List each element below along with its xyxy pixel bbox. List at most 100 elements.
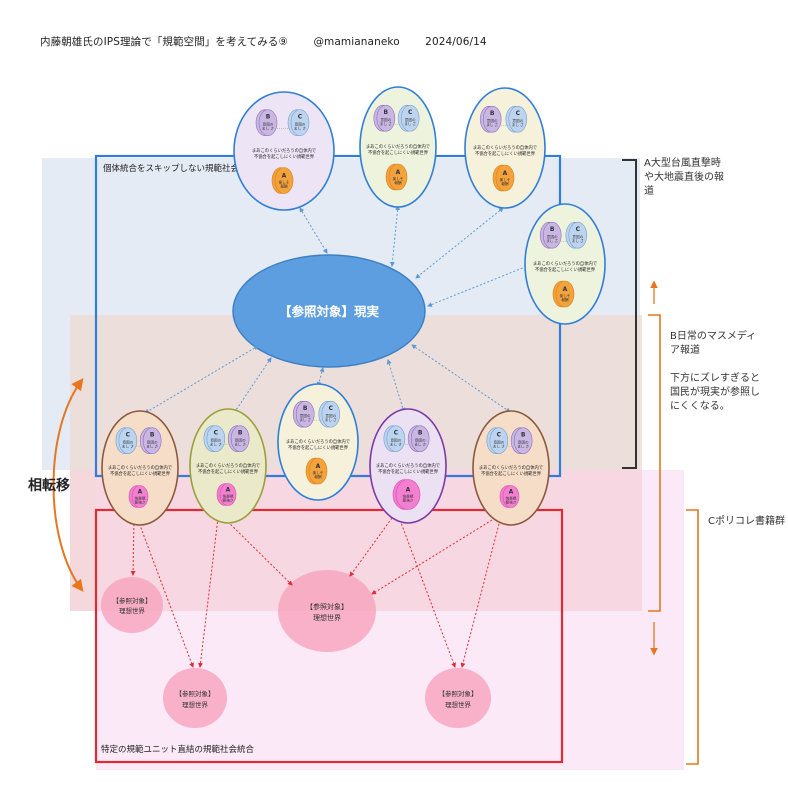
disc-a-letter: A [226,487,231,494]
side-note-b-line: にくくなる。 [670,400,730,412]
disc-c-letter: C [329,405,334,412]
side-note-b: B日常のマスメディ ア報道 下方にズレすぎると 国民が現実が参照し にくくなる。 [670,329,760,412]
ideal-world-label-bottom: 理想世界 [313,613,341,622]
unit-text-line: 不協合を起こしにくい規範世界 [481,470,542,477]
lower-box-label: 特定の規範ユニット直結の規範社会統合 [101,744,255,755]
header-author: @mamiananeko [313,36,400,48]
side-note-c-line: Cポリコレ書籍群 [708,514,785,527]
unit-text-line: 不協合を起こしにくい規範世界 [254,153,315,160]
disc-a-letter: A [316,463,321,470]
disc-sub-text: 範強さ [223,498,234,503]
disc-c [206,425,226,452]
disc-sub-text: 楽しそ [560,293,571,298]
disc-c-letter: C [408,109,413,116]
disc-sub-text: まし さ [404,121,416,126]
side-note-a-line: 道 [644,184,654,197]
header-date: 2024/06/14 [425,36,487,48]
disc-sub-text: 意図の [518,440,529,445]
reality-links [144,205,531,420]
disc-a [495,164,515,192]
ideal-world-bubble [425,668,491,728]
disc-sub-text: 意図の [487,118,498,123]
bracket-a [622,159,637,469]
disc-sub-text: 意図の [325,413,336,418]
unit-text-line: まあこのくらいだろうの自体内で [196,462,260,469]
ideal-world-label-top: 【参照対象】 [306,602,348,611]
unit-text-line: まあこのくらいだろうの自体内で [252,147,316,154]
disc-b [542,221,562,249]
disc-sub-text: 意図の [547,234,558,239]
phase-transition-arrow [52,378,84,592]
disc-a [131,485,149,508]
side-note-a: A大型台風直撃時 や大地震直後の報 道 [644,156,724,197]
disc-b-letter: B [384,109,389,116]
disc-sub-text: まし さ [493,444,505,449]
disc-a-letter: A [138,489,143,496]
lower-norm-box [94,508,564,764]
disc-sub-text: 報酬 [501,181,509,186]
disc-c-letter: C [298,114,303,121]
disc-sub-text: 意図の [263,122,274,127]
disc-sub-text: 報酬 [561,297,569,302]
disc-b-letter: B [521,432,526,439]
unit-text-line: まあこのくらいだろうの自体内で [286,438,350,445]
disc-sub-text: まし さ [122,444,134,449]
disc-a-letter: A [509,489,514,496]
side-note-a-line: や大地震直後の報 [644,170,724,183]
ideal-world-label-bottom: 理想世界 [182,700,209,709]
disc-sub-text: 意図の [415,438,426,443]
disc-sub-text: まし さ [325,417,337,422]
unit-text-line: 不協合を起こしにくい規範世界 [288,444,349,451]
disc-sub-text: まし さ [262,126,274,131]
disc-sub-text: 意図の [512,118,523,123]
disc-c-letter: C [497,432,502,439]
ideal-world-bubble [163,668,227,728]
ideal-world-label-bottom: 理想世界 [445,700,472,709]
disc-sub-text: まし さ [486,122,498,127]
disc-sub-text: まし さ [146,444,158,449]
unit-text-line: まあこのくらいだろうの自体内で [473,144,537,151]
disc-b [258,109,278,136]
ideal-world-label-top: 【参照対象】 [113,596,152,605]
disc-b [230,425,250,452]
disc-sub-text: 楽しそ [279,180,290,185]
unit-text-line: まあこのくらいだろうの自体内で [366,143,430,150]
ideal-world-label-top: 【参照対象】 [439,689,478,698]
disc-sub-text: 報酬 [280,184,288,189]
disc-a [274,167,294,194]
disc-b-letter: B [490,110,495,117]
disc-sub-text: まし さ [572,238,584,243]
disc-c [386,425,406,452]
disc-a [308,457,328,485]
disc-c [489,427,509,454]
side-note-b-line: 国民が現実が参照し [670,385,760,398]
side-note-a-line: A大型台風直撃時 [644,156,721,169]
unit-text-line: まあこのくらいだろうの自体内で [376,462,440,469]
disc-sub-text: 報酬 [394,180,402,185]
reality-label: 【参照対象】現実 [279,304,380,319]
disc-b [482,105,502,133]
ideal-world-bubble [101,577,163,633]
disc-sub-text: 意図の [493,440,504,445]
disc-c-letter: C [394,430,399,437]
disc-sub-text: まし さ [414,442,426,447]
disc-sub-text: 快楽規 [135,496,146,501]
disc-sub-text: 報酬 [314,474,322,479]
unit-text-line: 不協合を起こしにくい規範世界 [535,266,596,273]
disc-sub-text: 意図の [147,440,158,445]
disc-c-letter: C [214,430,219,437]
disc-c-letter: C [576,226,581,233]
disc-sub-text: 快楽規 [403,494,414,499]
side-note-b-line: B日常のマスメディ [670,329,756,342]
disc-b [295,400,315,428]
